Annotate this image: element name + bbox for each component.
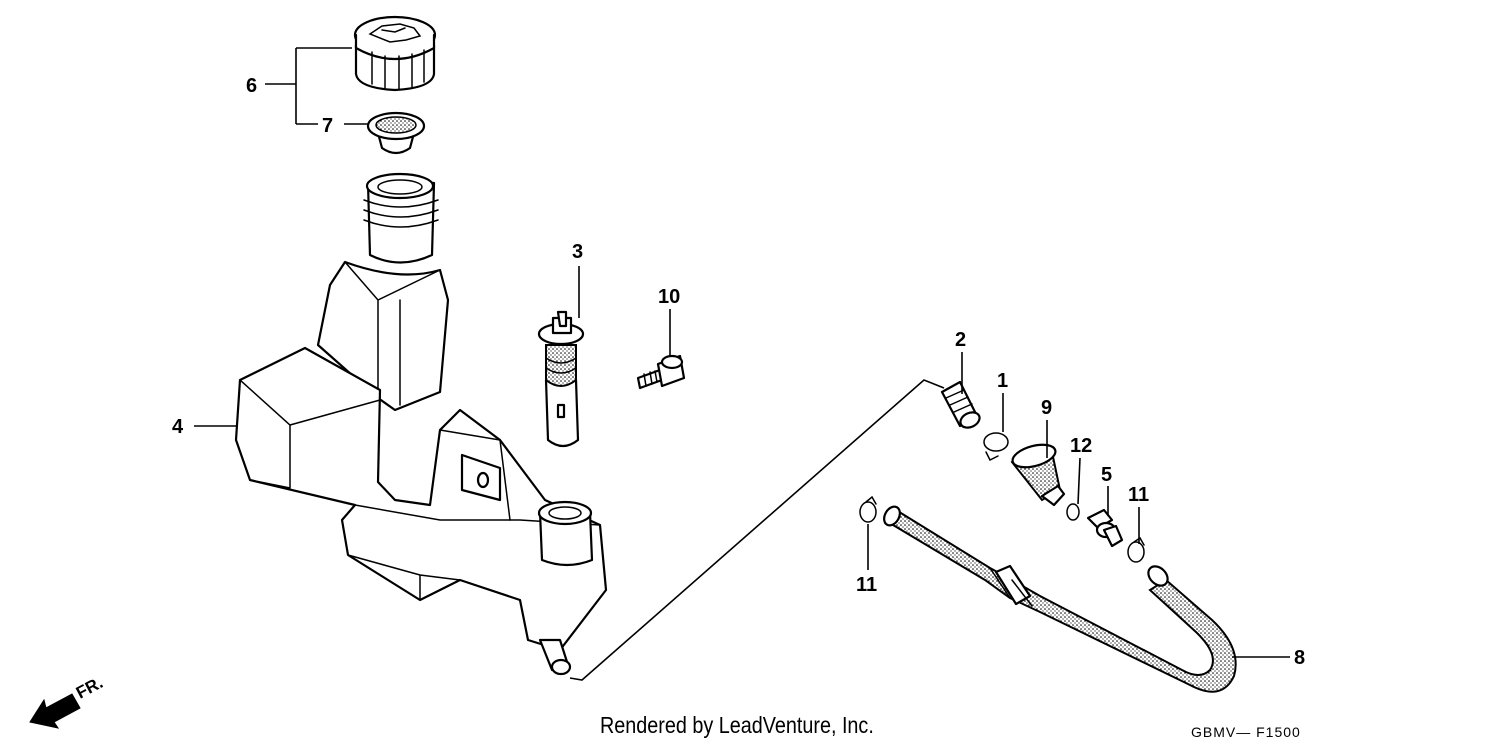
fuel-cock-joint[interactable] — [1086, 508, 1124, 548]
fuel-level-unit[interactable] — [537, 310, 585, 448]
callout-5: 5 — [1101, 464, 1112, 486]
callout-9: 9 — [1041, 397, 1052, 419]
fuel-joint[interactable] — [940, 380, 982, 431]
arrow-down-left-icon — [29, 693, 81, 729]
fuel-cap[interactable] — [353, 15, 437, 92]
callout-12: 12 — [1070, 435, 1092, 457]
callout-2: 2 — [955, 329, 966, 351]
callout-8: 8 — [1294, 647, 1305, 669]
hose-clip-11-left[interactable] — [859, 495, 877, 523]
hose-clip-11-right[interactable] — [1127, 536, 1145, 563]
fuel-strainer[interactable] — [1010, 441, 1066, 507]
leader-lines — [194, 47, 1290, 681]
render-credit: Rendered by LeadVenture, Inc. — [600, 712, 874, 738]
flange-bolt[interactable] — [636, 354, 686, 390]
callout-10: 10 — [658, 286, 680, 308]
front-direction-indicator: FR. — [29, 673, 106, 729]
callout-11-left: 11 — [856, 574, 877, 596]
callout-7: 7 — [322, 115, 333, 137]
fuel-tank[interactable] — [234, 172, 608, 676]
cap-gasket[interactable] — [366, 111, 426, 155]
diagram-code: GBMV— F1500 — [1191, 724, 1301, 740]
callout-3: 3 — [572, 241, 583, 263]
callout-11-right: 11 — [1128, 484, 1149, 506]
callout-4: 4 — [172, 416, 184, 438]
callout-6: 6 — [246, 75, 257, 97]
o-ring[interactable] — [1066, 503, 1080, 521]
fuel-tube[interactable] — [881, 504, 1237, 693]
hose-clip-1[interactable] — [983, 432, 1009, 462]
callout-1: 1 — [997, 370, 1008, 392]
front-label: FR. — [73, 673, 106, 703]
